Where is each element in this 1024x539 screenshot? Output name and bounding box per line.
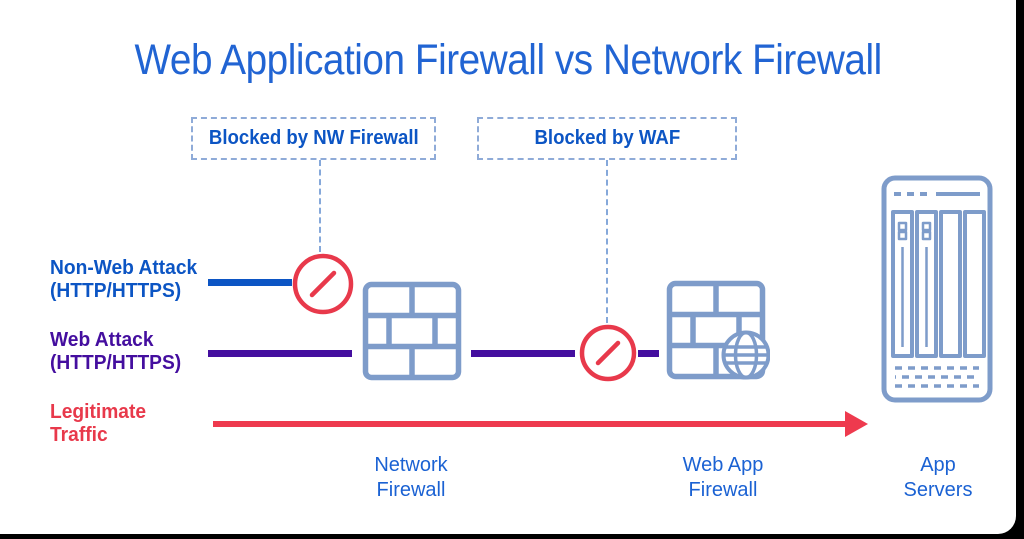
node-label-app-servers: App Servers — [903, 454, 973, 501]
web-attack-line-segment-3 — [638, 350, 659, 357]
legitimate-traffic-arrow-line — [213, 421, 847, 427]
dashed-connector-nw — [319, 160, 321, 252]
no-entry-icon — [579, 324, 637, 382]
globe-icon — [721, 330, 770, 380]
no-entry-icon — [292, 253, 354, 315]
lane-label-non-web-attack: Non-Web Attack (HTTP/HTTPS) — [50, 257, 198, 302]
diagram-title: Web Application Firewall vs Network Fire… — [0, 36, 1016, 85]
lane-label-web-attack: Web Attack (HTTP/HTTPS) — [50, 329, 182, 374]
brick-wall-with-globe-icon — [666, 280, 770, 380]
brick-wall-firewall-icon — [362, 281, 462, 381]
node-label-network-firewall: Network Firewall — [374, 454, 448, 501]
node-label-web-app-firewall: Web App Firewall — [682, 454, 764, 501]
callout-waf-label: Blocked by WAF — [534, 127, 680, 149]
non-web-attack-line — [208, 279, 292, 286]
callout-blocked-by-waf: Blocked by WAF — [477, 117, 737, 160]
server-rack-icon — [881, 175, 993, 403]
legitimate-traffic-arrowhead — [845, 411, 868, 437]
callout-nw-label: Blocked by NW Firewall — [208, 127, 419, 149]
dashed-connector-waf — [606, 160, 608, 323]
web-attack-line-segment-1 — [208, 350, 352, 357]
callout-blocked-by-nw-firewall: Blocked by NW Firewall — [191, 117, 436, 160]
lane-label-legitimate-traffic: Legitimate Traffic — [50, 401, 147, 446]
diagram-title-text: Web Application Firewall vs Network Fire… — [134, 36, 882, 84]
web-attack-line-segment-2 — [471, 350, 575, 357]
